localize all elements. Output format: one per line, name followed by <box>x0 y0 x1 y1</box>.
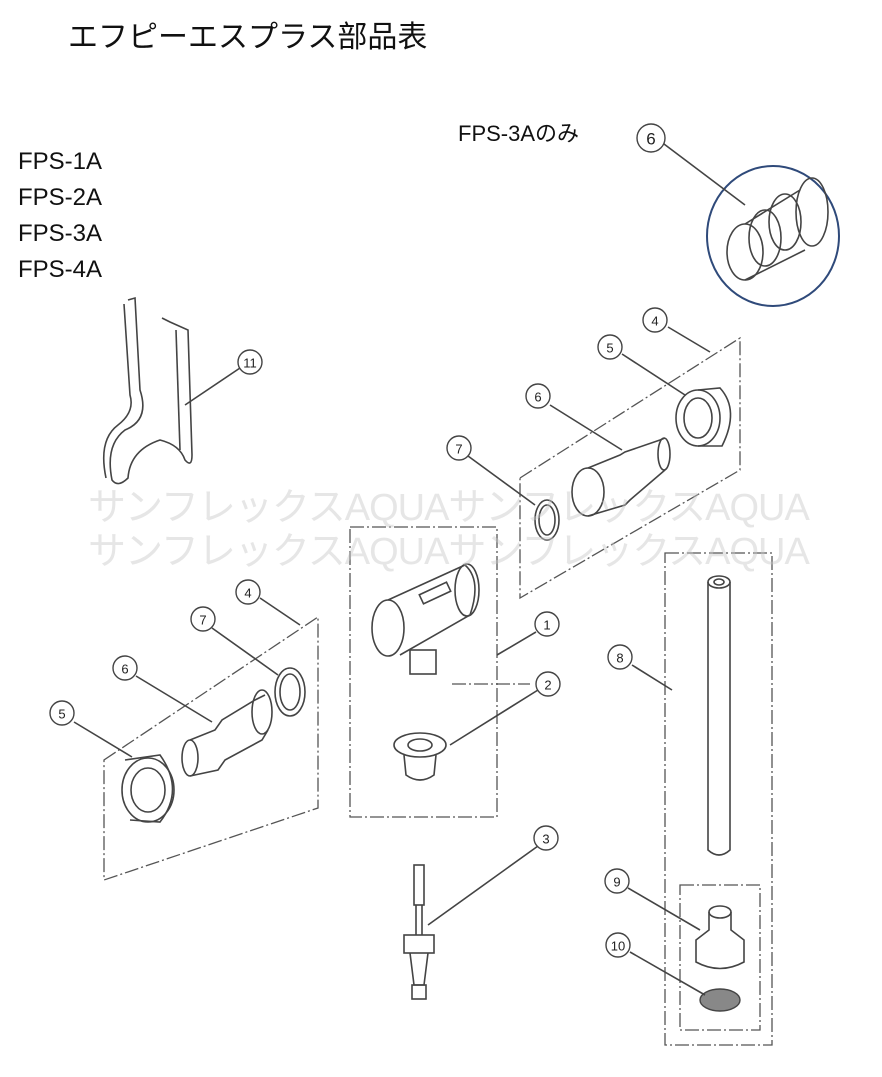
leader-line <box>663 143 746 206</box>
leader-line <box>629 951 706 996</box>
svg-text:4: 4 <box>244 586 251 601</box>
part-9-strainer-cap <box>695 905 745 970</box>
part-7-gasket-right <box>534 499 560 541</box>
part-6-hose-adapter-fps3a <box>726 177 829 281</box>
svg-text:9: 9 <box>613 875 620 890</box>
callout-6-top: 6 <box>636 123 666 153</box>
callout-11: 11 <box>237 349 263 375</box>
callout-4-left: 4 <box>235 579 261 605</box>
svg-text:6: 6 <box>121 662 128 677</box>
part-8-pipe <box>707 575 731 856</box>
callout-6-right: 6 <box>525 383 551 409</box>
leader-line <box>631 664 673 691</box>
svg-text:10: 10 <box>611 939 625 954</box>
left-fitting-group-box <box>103 615 319 881</box>
model-list: FPS-1A FPS-2A FPS-3A FPS-4A <box>18 144 102 288</box>
leader-line <box>449 689 539 746</box>
watermark: サンフレックスAQUAサンフレックスAQUA <box>88 531 810 573</box>
fps3a-only-note: FPS-3Aのみ <box>458 121 580 146</box>
part-3-valve-stem <box>403 864 435 1000</box>
part-5-nut-right <box>675 387 732 447</box>
leader-line <box>73 721 133 758</box>
leader-line <box>211 627 279 676</box>
part-10-mesh-filter <box>699 988 741 1012</box>
leader-line <box>621 353 686 396</box>
watermark: サンフレックスAQUAサンフレックスAQUA <box>88 487 810 529</box>
right-fitting-group-box <box>519 336 741 600</box>
svg-text:7: 7 <box>455 442 462 457</box>
center-tee-group-box <box>349 526 498 818</box>
svg-text:2: 2 <box>544 678 551 693</box>
callout-2: 2 <box>535 671 561 697</box>
part-5-nut-left <box>121 754 175 823</box>
svg-text:11: 11 <box>243 356 257 371</box>
callout-10: 10 <box>605 932 631 958</box>
svg-text:5: 5 <box>58 707 65 722</box>
model-item: FPS-2A <box>18 184 103 211</box>
svg-text:5: 5 <box>606 341 613 356</box>
leader-line <box>667 326 711 353</box>
callout-3: 3 <box>533 825 559 851</box>
leader-line <box>184 367 241 406</box>
callout-8: 8 <box>607 644 633 670</box>
page-title: エフピーエスプラス部品表 <box>68 20 428 55</box>
callout-4-right: 4 <box>642 307 668 333</box>
callout-7-left: 7 <box>190 606 216 632</box>
svg-text:8: 8 <box>616 651 623 666</box>
intake-pipe-group-box <box>664 552 773 1046</box>
leader-line <box>135 675 213 723</box>
part-6-hose-adapter-left <box>181 689 273 777</box>
model-item: FPS-3A <box>18 220 103 247</box>
svg-text:6: 6 <box>646 130 655 149</box>
callout-5-right: 5 <box>597 334 623 360</box>
svg-text:1: 1 <box>543 618 550 633</box>
leader-line <box>427 845 539 926</box>
leader-line <box>627 887 701 931</box>
callout-9: 9 <box>604 868 630 894</box>
callout-5-left: 5 <box>49 700 75 726</box>
leader-line <box>549 404 623 451</box>
part-7-gasket-left <box>274 667 306 717</box>
svg-text:6: 6 <box>534 390 541 405</box>
svg-text:3: 3 <box>542 832 549 847</box>
svg-text:7: 7 <box>199 613 206 628</box>
svg-text:4: 4 <box>651 314 658 329</box>
callout-1: 1 <box>534 611 560 637</box>
part-1-tee-body <box>371 563 480 675</box>
part-11-bracket <box>102 296 193 485</box>
leader-line <box>467 455 536 506</box>
callout-7-right: 7 <box>446 435 472 461</box>
leader-line <box>496 631 537 656</box>
part-2-bushing <box>393 732 447 781</box>
strainer-group-box <box>679 884 761 1031</box>
fps3a-highlight-circle <box>706 165 840 307</box>
leader-line <box>259 597 301 626</box>
model-item: FPS-4A <box>18 256 103 283</box>
part-6-hose-adapter-right <box>571 437 671 517</box>
model-item: FPS-1A <box>18 148 103 175</box>
callout-6-left: 6 <box>112 655 138 681</box>
